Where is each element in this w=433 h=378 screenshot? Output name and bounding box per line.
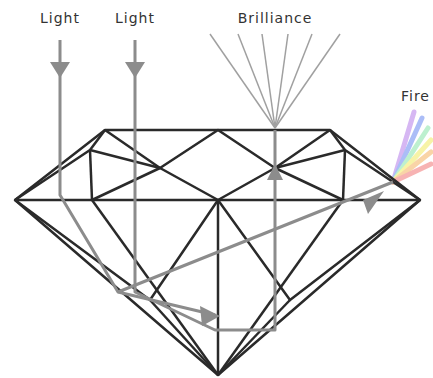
arrowheads	[50, 62, 384, 326]
ray-label: Light	[115, 10, 155, 26]
fire-spectrum	[393, 112, 431, 182]
ray-label: Light	[40, 10, 80, 26]
ray-label: Brilliance	[238, 10, 313, 26]
ray-label: Fire	[401, 88, 430, 104]
diamond-outline	[15, 130, 420, 375]
brilliance-rays	[210, 34, 340, 128]
light-paths	[60, 40, 393, 330]
